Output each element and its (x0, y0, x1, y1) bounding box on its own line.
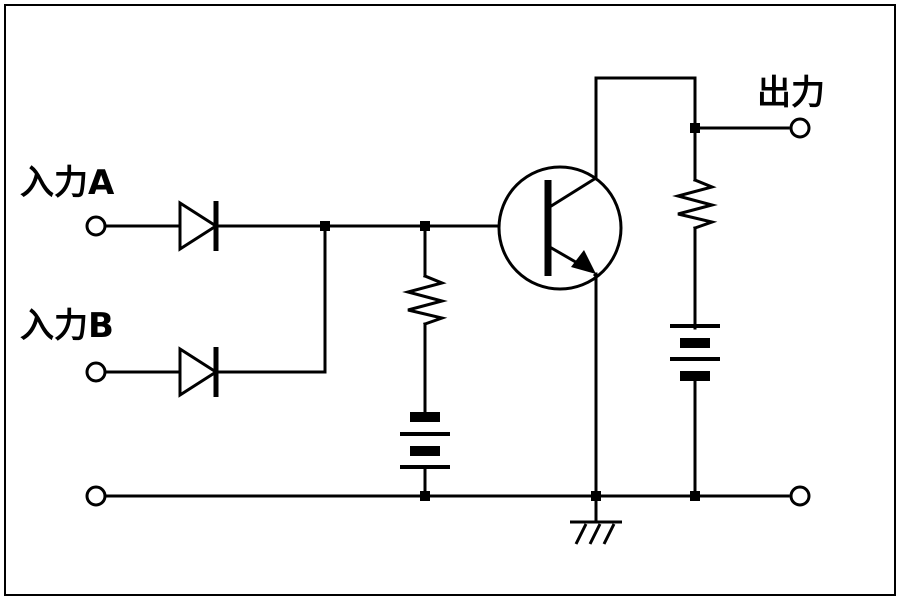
diode-b (178, 346, 219, 398)
junction-dot (690, 491, 700, 501)
input-b-terminal (85, 361, 107, 383)
diagram-frame (4, 4, 896, 596)
junction-dot (320, 221, 330, 231)
collector-resistor (672, 178, 718, 230)
emitter-arrow (571, 250, 596, 274)
junction-dot (591, 491, 601, 501)
input-a-terminal (85, 215, 107, 237)
output-label: 出力 (757, 73, 825, 113)
npn-transistor (497, 165, 623, 291)
wires (104, 76, 790, 524)
junction-dot (420, 491, 430, 501)
input-a-label: 入力A (20, 163, 115, 203)
output-terminal (789, 117, 811, 139)
junction-dot (690, 123, 700, 133)
junction-dots (320, 123, 700, 501)
diode-a (178, 200, 219, 252)
junction-dot (420, 221, 430, 231)
ground-symbol (570, 520, 622, 545)
input-b-label: 入力B (20, 306, 114, 346)
collector-battery (670, 324, 720, 381)
ground-right-terminal (789, 485, 811, 507)
base-resistor (402, 274, 448, 326)
terminals (85, 117, 811, 507)
ground-left-terminal (85, 485, 107, 507)
base-battery (400, 412, 450, 469)
